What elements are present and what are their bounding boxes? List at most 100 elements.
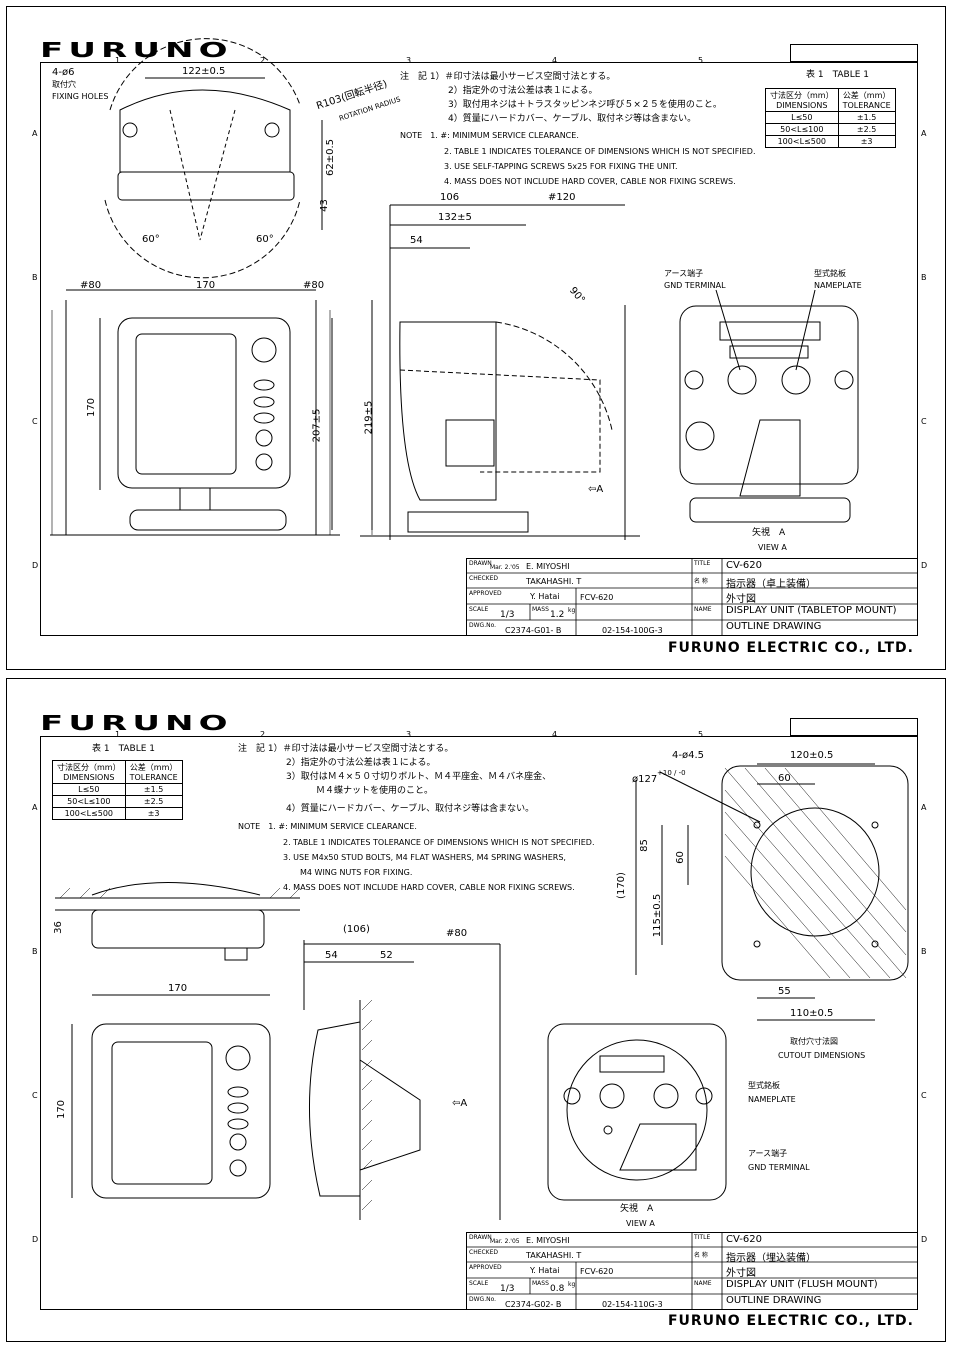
tb-scale: 1/3 [500,610,515,620]
label-gnd-jp: アース端子 [748,1149,788,1158]
grid-row-d-right: D [921,561,928,570]
grid-row-d: D [32,561,39,570]
tb-label-checked: CHECKED [469,1249,499,1256]
tb-approved: Y. Hatai [530,1266,560,1275]
tb-drawn: E. MIYOSHI [526,562,570,571]
tb-title4: DISPLAY UNIT (TABLETOP MOUNT) [726,605,897,616]
note-jp-1: 注 記 1）＃印寸法は最小サービス空間寸法とする。 [238,744,454,754]
dim-width-55: 55 [778,986,791,997]
furuno-logo: FURUNO [40,711,233,735]
grid-row-a: A [32,129,38,138]
grid-row-a-right: A [921,803,927,812]
dim-height-115: 115±0.5 [652,893,664,938]
label-nameplate-jp: 型式銘板 [814,269,846,278]
note-en-2: 2. TABLE 1 INDICATES TOLERANCE OF DIMENS… [283,838,595,847]
tb-label-drawn: DRAWN [469,560,492,567]
note-jp-2: 2）指定外の寸法公差は表１による。 [286,758,436,768]
tb-scale: 1/3 [500,1284,515,1294]
dim-clear-right: #80 [303,280,325,291]
tb-approved: Y. Hatai [530,592,560,601]
tb-title5: OUTLINE DRAWING [726,1295,822,1306]
tb-label-approved: APPROVED [469,590,502,597]
tb-label-approved: APPROVED [469,1264,502,1271]
dim-angle-right: 60° [256,234,274,245]
grid-row-a-right: A [921,129,927,138]
arrow-view-a: ⇦A [588,484,604,495]
tb-dwgno: 02-154-110G-3 [602,1300,663,1309]
grid-col-2: 2 [260,730,266,739]
note-en-1: NOTE 1. #: MINIMUM SERVICE CLEARANCE. [400,131,579,140]
grid-col-2: 2 [260,56,266,65]
note-jp-4: 4）質量にハードカバー、ケーブル、取付ネジ等は含まない。 [448,114,697,124]
tb-title4: DISPLAY UNIT (FLUSH MOUNT) [726,1279,878,1290]
tb-label-title: TITLE [694,560,711,567]
note-en-4: 4. MASS DOES NOT INCLUDE HARD COVER, CAB… [444,177,736,186]
dim-clear-left: #80 [80,280,102,291]
grid-col-3: 3 [406,56,412,65]
dim-diameter: ø127 [632,774,658,785]
dim-depth-54: 54 [410,235,423,246]
label-nameplate-en: NAMEPLATE [748,1095,796,1104]
dim-fix-holes: 4-ø6 [52,67,75,78]
tolerance-table: 寸法区分（mm）DIMENSIONS 公差（mm）TOLERANCE L≤50±… [52,760,183,820]
dim-depth-106: 106 [440,192,460,203]
tolerance-table: 寸法区分（mm）DIMENSIONS 公差（mm）TOLERANCE L≤50±… [765,88,896,148]
note-en-3: 3. USE SELF-TAPPING SCREWS 5x25 FOR FIXI… [444,162,678,171]
dim-angle-left: 60° [142,234,160,245]
dim-depth-36: 36 [52,921,64,934]
tb-label-name-jp: 名 称 [694,578,708,585]
dim-width-holes: 122±0.5 [182,66,226,77]
grid-row-c-right: C [921,1091,927,1100]
dim-height-60: 60 [674,851,686,864]
label-gnd-en: GND TERMINAL [748,1163,810,1172]
tb-title1: CV-620 [726,1234,762,1245]
label-cutout-jp: 取付穴寸法図 [790,1037,838,1046]
note-en-3: 3. USE M4x50 STUD BOLTS, M4 FLAT WASHERS… [283,853,566,862]
dim-width-120: 120±0.5 [790,750,834,761]
tb-dwg: C2374-G02- B [505,1300,562,1309]
tb-label-checked: CHECKED [469,575,499,582]
tb-title3: 外寸図 [726,1268,756,1279]
tb-label-scale: SCALE [469,1280,489,1287]
grid-col-3: 3 [406,730,412,739]
label-gnd-jp: アース端子 [664,269,704,278]
tb-mass: 0.8 [550,1284,565,1294]
note-en-2: 2. TABLE 1 INDICATES TOLERANCE OF DIMENS… [444,147,756,156]
grid-col-1: 1 [115,730,121,739]
label-cutout-en: CUTOUT DIMENSIONS [778,1051,866,1060]
grid-row-d: D [32,1235,39,1244]
tb-model: FCV-620 [580,1267,614,1276]
tb-label-title: TITLE [694,1234,711,1241]
tb-title3: 外寸図 [726,594,756,605]
grid-row-a: A [32,803,38,812]
tb-drawn: E. MIYOSHI [526,1236,570,1245]
grid-row-b: B [32,947,38,956]
note-en-4: M4 WING NUTS FOR FIXING. [300,868,413,877]
tb-label-dwg: DWG.No. [469,622,497,629]
company-name: FURUNO ELECTRIC CO., LTD. [667,640,914,656]
tb-label-name-jp: 名 称 [694,1252,708,1259]
grid-col-5: 5 [698,730,704,739]
note-en-5: 4. MASS DOES NOT INCLUDE HARD COVER, CAB… [283,883,575,892]
dim-depth-54: 54 [325,950,338,961]
dim-depth-106: (106) [343,924,370,935]
tb-drawn-date: Mar. 2.'05 [490,1238,520,1245]
tb-model: FCV-620 [580,593,614,602]
table-cell: ±3 [837,135,896,148]
tb-dwgno: 02-154-100G-3 [602,626,663,635]
note-jp-3: 3）取付はＭ４×５０寸切りボルト、Ｍ４平座金、Ｍ４バネ座金、 [286,772,552,782]
note-jp-1: 注 記 1）＃印寸法は最小サービス空間寸法とする。 [400,72,616,82]
note-jp-3: 3）取付用ネジは＋トラスタッピンネジ呼び５×２５を使用のこと。 [448,100,722,110]
title-block-grid [466,1232,918,1310]
dim-width-110: 110±0.5 [790,1008,834,1019]
dim-clear-80: #80 [446,928,468,939]
revision-box [790,718,918,736]
label-view-a-jp: 矢視 A [752,528,786,538]
company-name: FURUNO ELECTRIC CO., LTD. [667,1313,914,1329]
table1-title: 表 1 TABLE 1 [806,70,870,80]
drawing-sheet-flush [6,678,946,1342]
tb-label-dwg: DWG.No. [469,1296,497,1303]
label-nameplate-en: NAMEPLATE [814,281,862,290]
tb-mass: 1.2 [550,610,565,620]
